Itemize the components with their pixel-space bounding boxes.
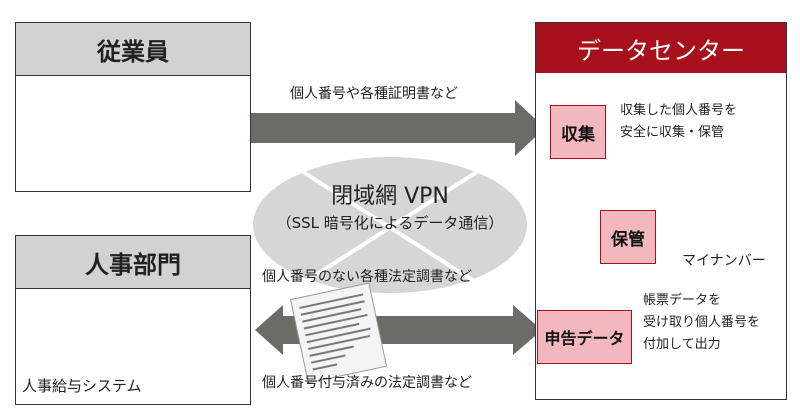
vpn-title: 閉域網 VPN	[331, 184, 449, 209]
hr-panel: 人事部門	[15, 235, 251, 405]
collect-box: 収集	[550, 105, 606, 159]
hr-system-label: 人事給与システム	[22, 377, 142, 395]
middle-flow-label: 個人番号のない各種法定調書など	[262, 269, 472, 285]
hr-title: 人事部門	[16, 236, 250, 289]
employee-panel: 従業員	[15, 22, 251, 192]
top-arrow	[247, 100, 545, 156]
vpn-subtitle: （SSL 暗号化によるデータ通信）	[276, 214, 504, 232]
collect-desc-line: 安全に収集・保管	[620, 125, 725, 140]
database-label: マイナンバー	[682, 253, 766, 269]
store-box: 保管	[600, 210, 656, 264]
report-desc-line: 帳票データを	[643, 293, 722, 308]
collect-description: 収集した個人番号を 安全に収集・保管	[620, 100, 737, 144]
report-desc-line: 付加して出力	[643, 337, 721, 352]
vpn-cloud	[253, 157, 527, 293]
report-box: 申告データ	[537, 310, 632, 364]
report-desc-line: 受け取り個人番号を	[643, 315, 761, 330]
report-description: 帳票データを 受け取り個人番号を 付加して出力	[643, 290, 760, 356]
employee-title: 従業員	[16, 23, 250, 76]
collect-desc-line: 収集した個人番号を	[620, 103, 738, 118]
document-icon	[290, 282, 388, 384]
top-flow-label: 個人番号や各種証明書など	[290, 86, 458, 102]
vpn-cross-line	[298, 168, 482, 287]
bottom-flow-label: 個人番号付与済みの法定調書など	[262, 375, 472, 391]
datacenter-title: データセンター	[536, 23, 786, 73]
